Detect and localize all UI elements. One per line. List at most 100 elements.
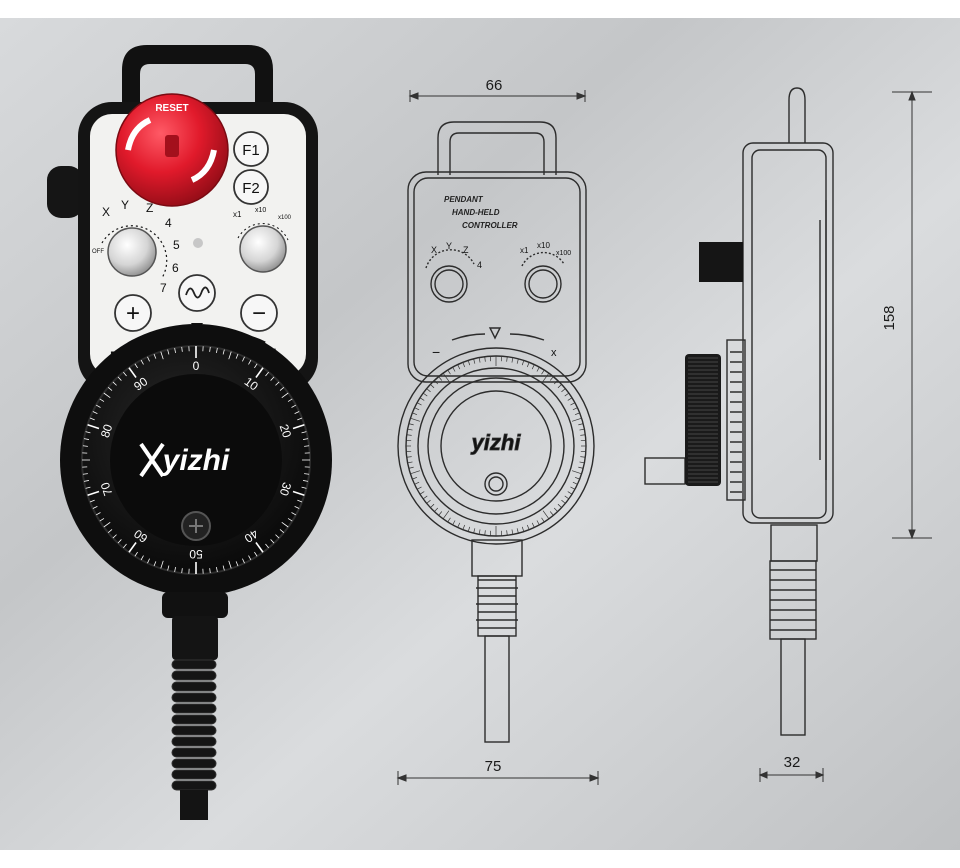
dial-tick — [255, 542, 264, 553]
dial-tick — [99, 398, 105, 402]
dial-tick — [294, 506, 300, 509]
dial-number: 70 — [98, 480, 116, 497]
dial-tick — [89, 417, 95, 421]
drawing-dial-tick — [452, 520, 456, 526]
dial-tick — [95, 404, 101, 408]
axis-selector-knob[interactable] — [101, 225, 168, 279]
brand-mark-icon — [139, 442, 165, 478]
drawing-dial-tick — [407, 428, 413, 431]
drawing-dial-tick — [572, 407, 578, 411]
drawing-dial-tick — [531, 522, 535, 528]
drawing-dir-minus: − — [432, 344, 440, 360]
drawing-dial-tick — [467, 526, 471, 532]
multiplier-selector-knob[interactable] — [237, 223, 289, 273]
coil-segment — [171, 758, 217, 769]
dial-number: 30 — [277, 481, 295, 498]
drawing-dial-tick — [531, 364, 535, 370]
dimension-bottom-width: 75 — [485, 758, 502, 775]
dial-tick — [287, 398, 293, 402]
dimension-depth: 32 — [784, 754, 801, 771]
drawing-dial-tick — [478, 357, 481, 363]
drawing-dial-tick — [434, 380, 439, 385]
mpg-mode-button[interactable] — [178, 274, 216, 312]
drawing-dial-tick — [578, 466, 584, 469]
drawing-dial-tick — [574, 476, 580, 480]
dial-tick — [301, 431, 307, 434]
dial-tick — [292, 490, 305, 496]
side-enable-knob — [47, 166, 83, 218]
dimension-top-width: 66 — [486, 77, 503, 94]
dial-tick — [242, 356, 245, 362]
coil-segment — [171, 659, 217, 670]
emergency-stop-button[interactable]: RESET — [115, 93, 229, 207]
drawing-dial-tick — [557, 384, 562, 389]
dial-tick — [297, 499, 303, 503]
drawing-dial-tick — [578, 423, 584, 426]
drawing-dial-tick — [579, 428, 585, 431]
dial-tick — [160, 560, 164, 569]
drawing-dial-tick — [516, 358, 519, 364]
coil-segment — [171, 703, 217, 714]
dial-tick — [228, 560, 232, 569]
drawing-dial-tick — [549, 511, 554, 516]
minus-button[interactable]: − — [240, 294, 278, 332]
drawing-mult-x100: x100 — [556, 250, 571, 257]
drawing-dial-tick — [571, 417, 582, 422]
dial-tick — [174, 347, 176, 354]
cable — [180, 790, 208, 820]
dial-tick — [275, 381, 280, 386]
drawing-dial-tick — [473, 528, 476, 534]
drawing-dial-tick — [426, 388, 431, 393]
drawing-dial-tick — [430, 384, 435, 389]
wave-icon — [185, 286, 210, 299]
drawing-dial-tick — [419, 491, 425, 495]
hand-icon — [165, 135, 179, 157]
dial-tick — [291, 512, 297, 516]
dial-tick — [85, 486, 91, 489]
dial-tick — [83, 480, 90, 482]
drawing-dial-tick — [457, 522, 461, 528]
dial-tick — [128, 542, 137, 553]
dial-tick — [302, 438, 309, 440]
drawing-dial-tick — [567, 397, 573, 401]
dial-number: 50 — [189, 547, 203, 561]
drawing-dial-tick — [579, 461, 585, 464]
drawing-dial-tick — [408, 423, 414, 426]
drawing-dial-tick — [434, 507, 439, 512]
plus-button[interactable]: + — [114, 294, 152, 332]
dial-tick — [147, 558, 150, 564]
axis-label-x: X — [102, 205, 110, 219]
drawing-dial-tick — [567, 491, 573, 495]
dial-tick — [235, 353, 239, 359]
drawing-dial-tick — [430, 503, 435, 508]
drawing-dial-tick — [416, 402, 422, 406]
drawing-dial-tick — [516, 528, 519, 534]
dial-tick — [117, 376, 122, 381]
drawing-dial-tick — [542, 510, 550, 520]
drawing-dial-tick — [467, 360, 471, 366]
dial-tick — [92, 506, 98, 509]
dial-tick — [95, 512, 101, 516]
drawing-dial-tick — [561, 388, 566, 393]
dial-number: 20 — [277, 422, 295, 439]
drawing-dial-tick — [484, 356, 486, 362]
dial-tick — [103, 392, 111, 399]
drawing-dial-tick — [564, 495, 570, 500]
drawing-dial-tick — [557, 503, 562, 508]
mult-label-x100: x100 — [278, 215, 292, 221]
drawing-dial-tick — [564, 392, 570, 397]
svg-text:−: − — [252, 300, 266, 327]
dial-tick — [304, 445, 310, 447]
dial-tick — [112, 534, 117, 539]
drawing-dial-tick — [407, 461, 413, 464]
drawing-brand-logo: yizhi — [471, 430, 522, 455]
f2-button[interactable]: F2 — [233, 169, 269, 205]
dial-tick — [167, 565, 170, 571]
drawing-dial-tick — [526, 362, 530, 368]
f1-button[interactable]: F1 — [233, 131, 269, 167]
dial-tick — [209, 346, 211, 352]
dial-tick — [222, 565, 225, 571]
dial-tick — [99, 518, 105, 522]
